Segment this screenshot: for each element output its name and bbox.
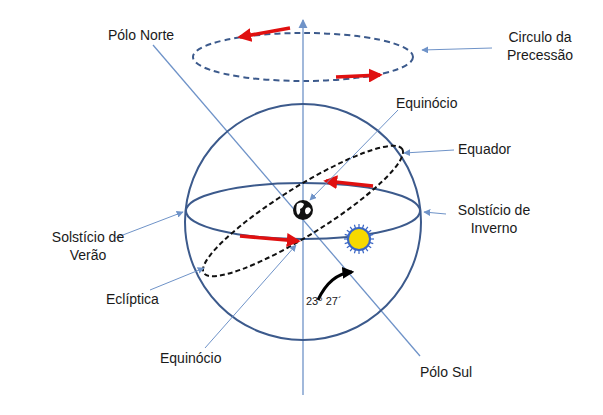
- equator-label: Equador: [458, 140, 511, 158]
- sun-rays: [344, 224, 374, 254]
- solstice-label: Solstício de Inverno: [449, 201, 539, 237]
- solstice-label: Solstício de Verão: [48, 228, 128, 264]
- equinox-label: Equinócio: [396, 94, 458, 112]
- leader-lines: [115, 48, 492, 348]
- ecliptic-label: Eclíptica: [106, 290, 159, 308]
- equator-ellipse: [186, 183, 420, 239]
- motion-arrows: [240, 28, 380, 241]
- angle-label: 23° 27´: [306, 292, 342, 310]
- earth-axis: [153, 45, 420, 356]
- pole-label: Pólo Norte: [108, 26, 174, 44]
- pole-label: Pólo Sul: [420, 363, 472, 381]
- sun-icon: [347, 227, 371, 251]
- precession-label: Circulo da Precessão: [494, 28, 586, 64]
- celestial-sphere: [185, 104, 421, 340]
- earth-icon: [293, 200, 313, 220]
- equinox-label: Equinócio: [160, 349, 222, 367]
- ecliptic-ellipse: [191, 129, 415, 294]
